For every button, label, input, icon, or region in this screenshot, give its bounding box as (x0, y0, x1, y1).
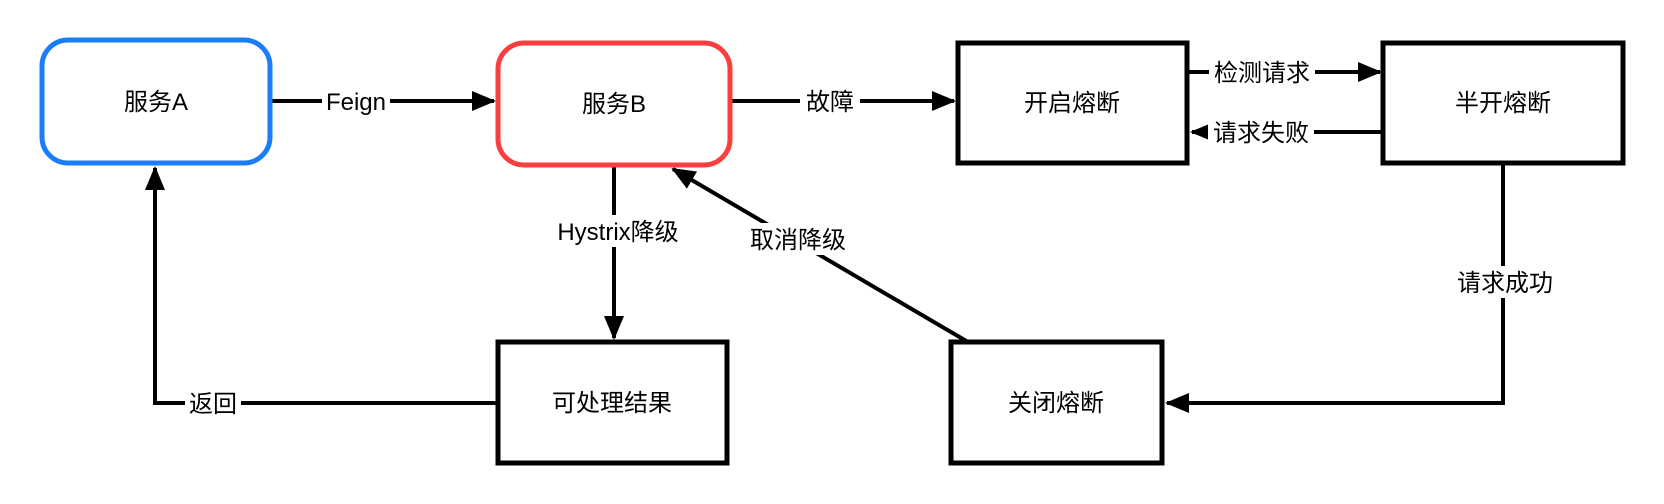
feign-label-bg (322, 85, 390, 117)
cancel-downgrade-label: 取消降级 (750, 227, 846, 254)
half-open-breaker-box (1380, 40, 1626, 166)
edge-label-hystrix-downgrade: Hystrix降级 (550, 215, 686, 247)
node-close-breaker: 关闭熔断 (948, 339, 1165, 466)
edge-cancel-downgrade (671, 167, 970, 344)
node-service-a: 服务A (39, 37, 273, 166)
edge-label-feign: Feign (322, 85, 390, 117)
result-box (495, 339, 730, 466)
detect-request-label-bg (1209, 56, 1315, 88)
request-success-label: 请求成功 (1457, 270, 1553, 297)
service-b-label: 服务B (582, 91, 646, 118)
detect-request-label: 检测请求 (1214, 60, 1310, 87)
service-a-box (39, 37, 273, 166)
edge-request-success (1165, 163, 1505, 413)
request-fail-label-bg (1208, 116, 1314, 148)
node-service-b: 服务B (495, 40, 733, 168)
fault-label: 故障 (806, 89, 854, 116)
edge-request-success-arrow (1165, 163, 1505, 413)
request-fail-label: 请求失败 (1213, 120, 1309, 147)
open-breaker-box (955, 40, 1190, 166)
edge-return (145, 166, 498, 405)
edge-label-cancel-downgrade: 取消降级 (745, 223, 851, 255)
edge-label-detect-request: 检测请求 (1209, 56, 1315, 88)
edge-label-fault: 故障 (800, 85, 860, 117)
hystrix-downgrade-label-bg (550, 215, 686, 247)
node-result: 可处理结果 (495, 339, 730, 466)
request-success-label-bg (1452, 266, 1558, 298)
edge-label-request-success: 请求成功 (1452, 266, 1558, 298)
return-label-bg (185, 387, 241, 419)
hystrix-downgrade-label: Hystrix降级 (557, 219, 678, 246)
close-breaker-box (948, 339, 1165, 466)
half-open-breaker-label: 半开熔断 (1455, 90, 1551, 117)
cancel-downgrade-label-bg (745, 223, 851, 255)
node-half-open-breaker: 半开熔断 (1380, 40, 1626, 166)
edge-label-return: 返回 (185, 387, 241, 419)
result-label: 可处理结果 (552, 390, 672, 417)
fault-label-bg (800, 85, 860, 117)
edge-return-arrow (145, 166, 498, 405)
return-label: 返回 (189, 391, 237, 418)
service-b-box (495, 40, 733, 168)
close-breaker-label: 关闭熔断 (1008, 390, 1104, 417)
feign-label: Feign (326, 89, 386, 116)
node-open-breaker: 开启熔断 (955, 40, 1190, 166)
service-a-label: 服务A (124, 89, 188, 116)
open-breaker-label: 开启熔断 (1024, 90, 1120, 117)
edge-label-request-fail: 请求失败 (1208, 116, 1314, 148)
edge-cancel-downgrade-arrow (671, 167, 970, 344)
